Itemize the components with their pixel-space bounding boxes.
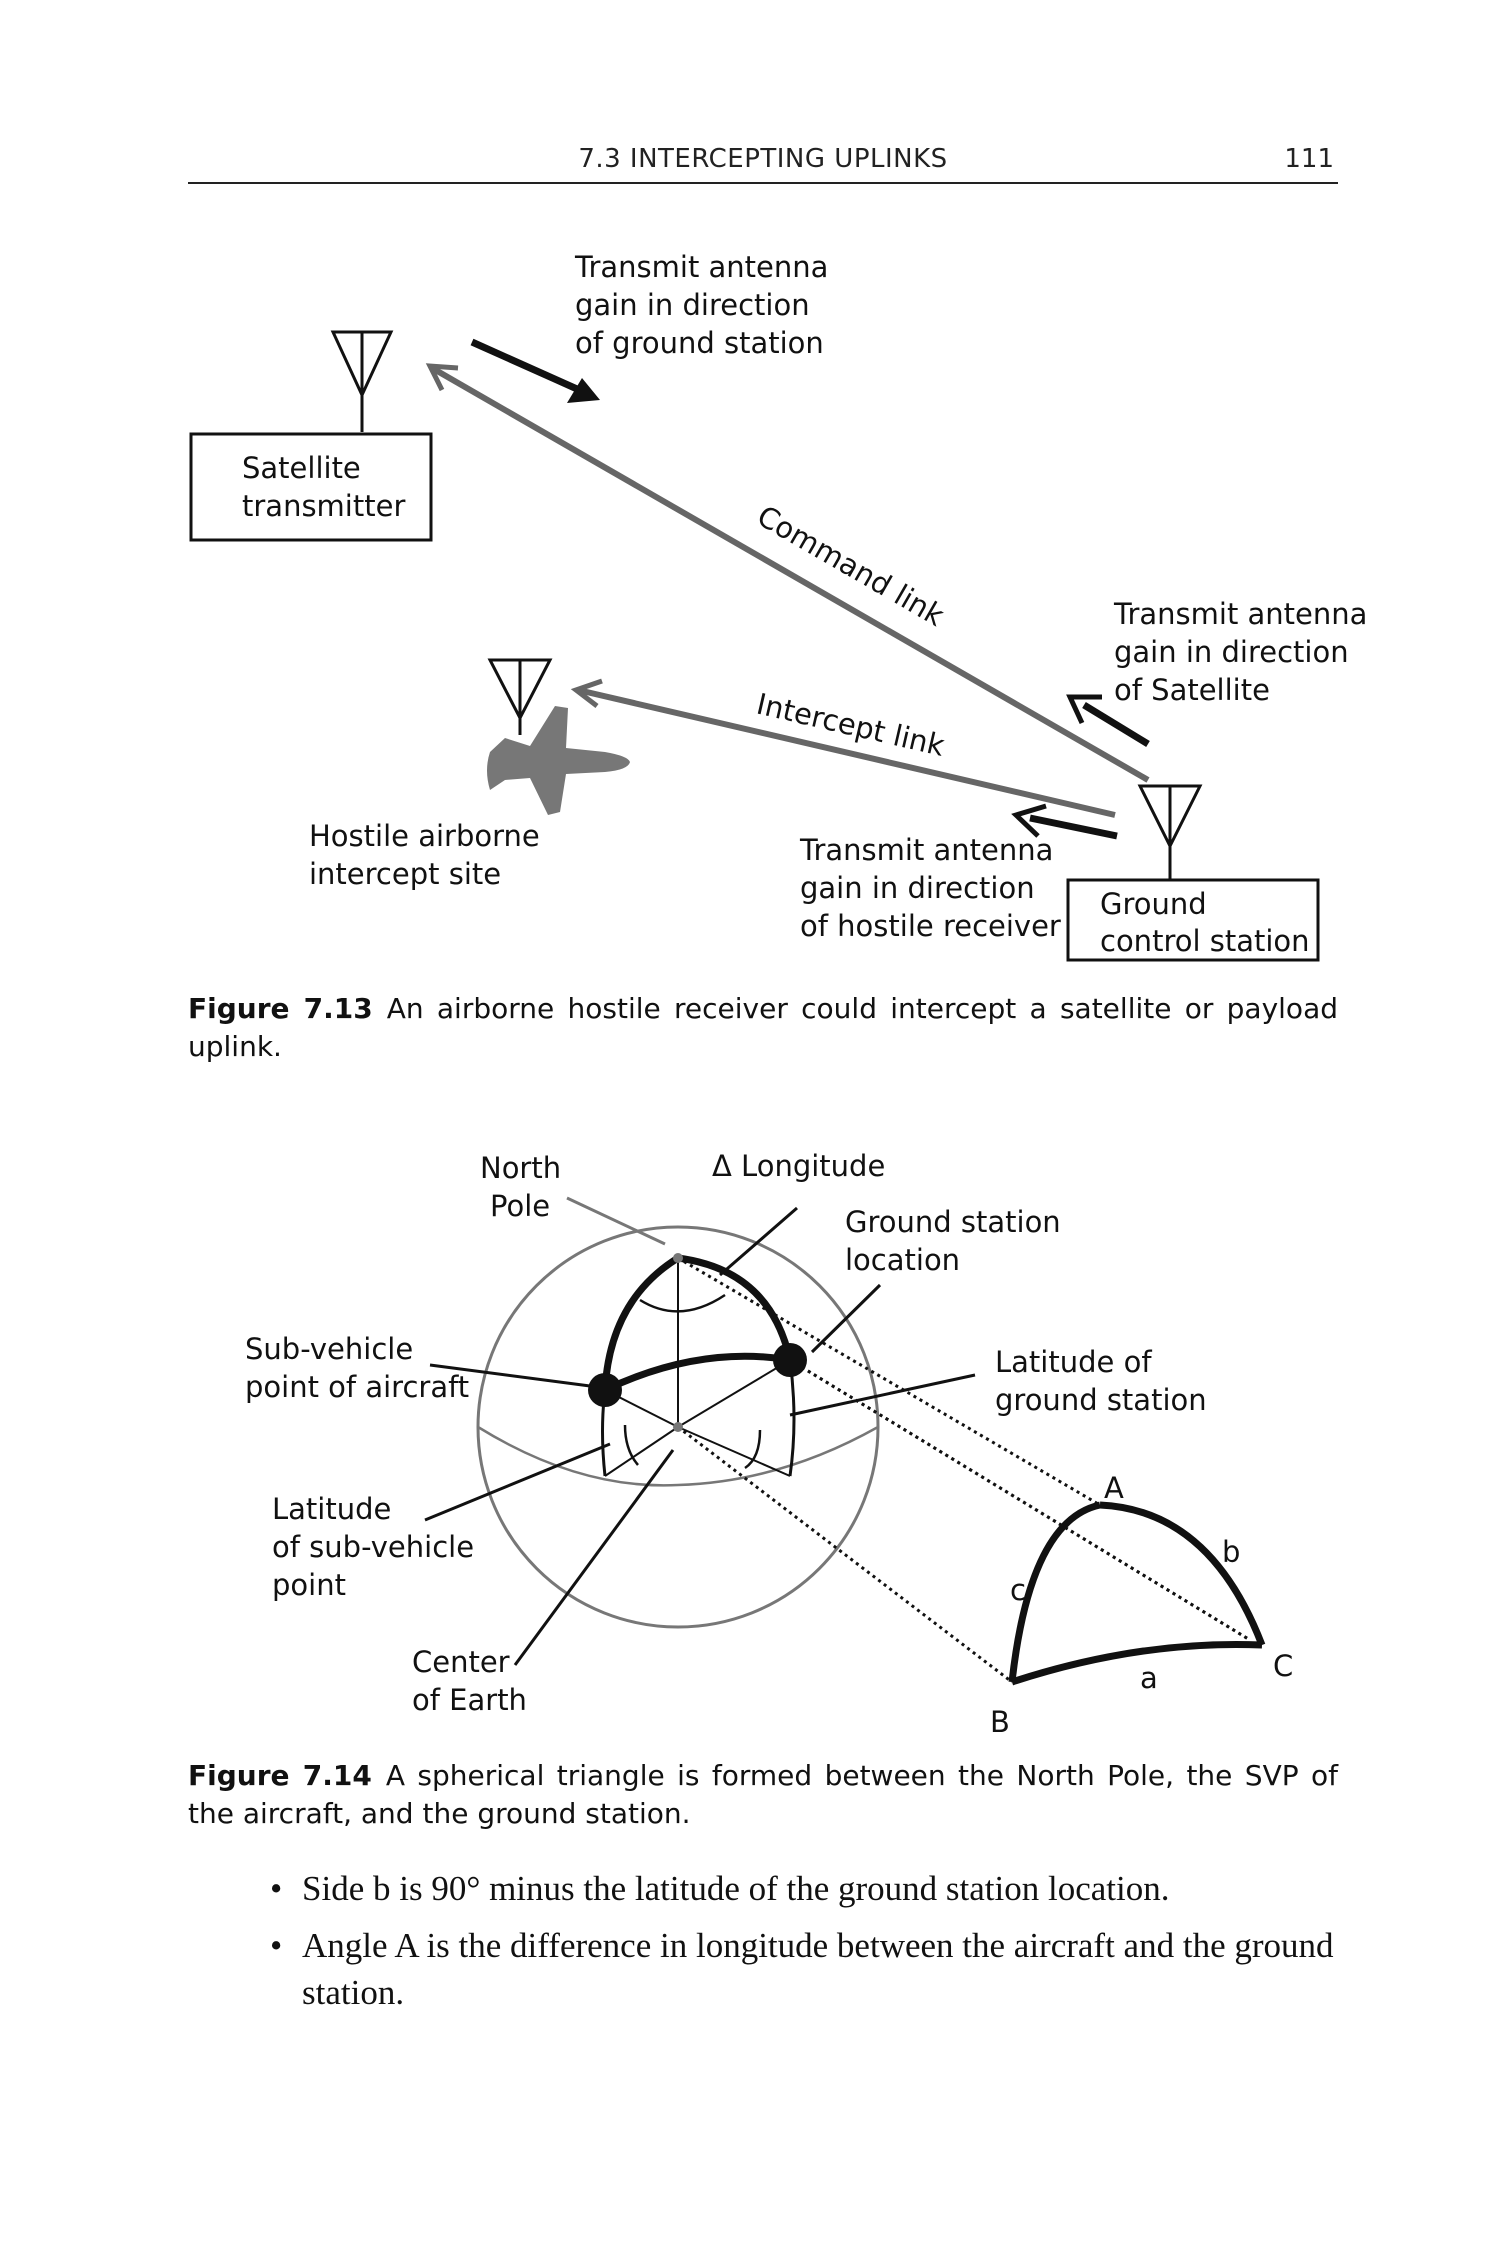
- side-a-label: a: [1140, 1661, 1158, 1695]
- gs-gain-hostile-label: Transmit antenna gain in direction of ho…: [799, 833, 1063, 943]
- center-of-earth-label: Center of Earth: [412, 1645, 527, 1717]
- projection-lines: [677, 1256, 1251, 1684]
- page-number: 111: [1284, 144, 1334, 174]
- ground-station-label: Ground control station: [1100, 887, 1310, 958]
- delta-longitude-label: Δ Longitude: [712, 1149, 885, 1183]
- bullet-text: Angle A is the difference in longitude b…: [302, 1926, 1334, 2012]
- satellite-transmitter-label: Satellite transmitter: [242, 451, 405, 523]
- caption-text: An airborne hostile receiver could inter…: [188, 992, 1338, 1063]
- meridian-lines: [601, 1254, 796, 1477]
- bullet-item: • Side b is 90° minus the latitude of th…: [270, 1865, 1350, 1912]
- bullet-list: • Side b is 90° minus the latitude of th…: [270, 1865, 1350, 2026]
- gs-gain-satellite-arrow: [1066, 694, 1150, 747]
- aircraft-icon: [487, 706, 630, 815]
- bullet-item: • Angle A is the difference in longitude…: [270, 1922, 1350, 2016]
- vertex-b-label: B: [990, 1705, 1010, 1739]
- ground-station-box: [1066, 878, 1320, 962]
- hostile-site-label: Hostile airborne intercept site: [309, 819, 549, 891]
- figure-7-13: Satellite transmitter Transmit antenna g…: [189, 250, 1377, 962]
- center-point: [673, 1422, 683, 1432]
- bullet-icon: •: [270, 1869, 283, 1908]
- bullet-icon: •: [270, 1926, 283, 1965]
- north-pole-label: North Pole: [480, 1151, 570, 1223]
- leader-lines: [424, 1196, 976, 1666]
- caption-label: Figure 7.14: [188, 1759, 372, 1792]
- satellite-antenna-icon: [330, 330, 394, 432]
- ground-station-location-label: Ground station location: [845, 1205, 1070, 1277]
- side-b-label: b: [1222, 1535, 1240, 1569]
- ground-station-point: [773, 1343, 807, 1377]
- figure-7-14: North Pole Δ Longitude Ground station lo…: [245, 1149, 1293, 1739]
- satellite-transmitter-box: [189, 432, 433, 542]
- gs-gain-hostile-arrow: [1011, 803, 1118, 840]
- caption-text: A spherical triangle is formed between t…: [188, 1759, 1338, 1830]
- vertex-c-label: C: [1273, 1649, 1293, 1683]
- sub-vehicle-point: [588, 1373, 622, 1407]
- ground-antenna-icon: [1137, 784, 1203, 880]
- equator-line: [477, 1425, 879, 1487]
- sub-vehicle-label: Sub-vehicle point of aircraft: [245, 1332, 469, 1404]
- caption-label: Figure 7.13: [188, 992, 373, 1025]
- latitude-sub-vehicle-label: Latitude of sub-vehicle point: [272, 1492, 483, 1602]
- north-pole-point: [673, 1253, 683, 1263]
- hostile-antenna-icon: [487, 658, 553, 735]
- side-c-label: c: [1010, 1573, 1026, 1607]
- intercept-link-line: [570, 678, 1116, 818]
- command-link-line: [425, 363, 1150, 783]
- angle-arcs: [623, 1293, 762, 1470]
- latitude-ground-station-label: Latitude of ground station: [995, 1345, 1207, 1417]
- running-header: 7.3 INTERCEPTING UPLINKS 111: [188, 142, 1338, 184]
- sat-gain-arrow: [470, 338, 600, 403]
- section-title: 7.3 INTERCEPTING UPLINKS: [578, 144, 948, 174]
- vertex-a-label: A: [1104, 1471, 1124, 1505]
- gs-gain-satellite-label: Transmit antenna gain in direction of Sa…: [1113, 597, 1377, 707]
- bullet-text: Side b is 90° minus the latitude of the …: [302, 1869, 1170, 1908]
- sat-antenna-gain-label: Transmit antenna gain in direction of gr…: [574, 250, 838, 360]
- spherical-triangle: [1008, 1501, 1266, 1686]
